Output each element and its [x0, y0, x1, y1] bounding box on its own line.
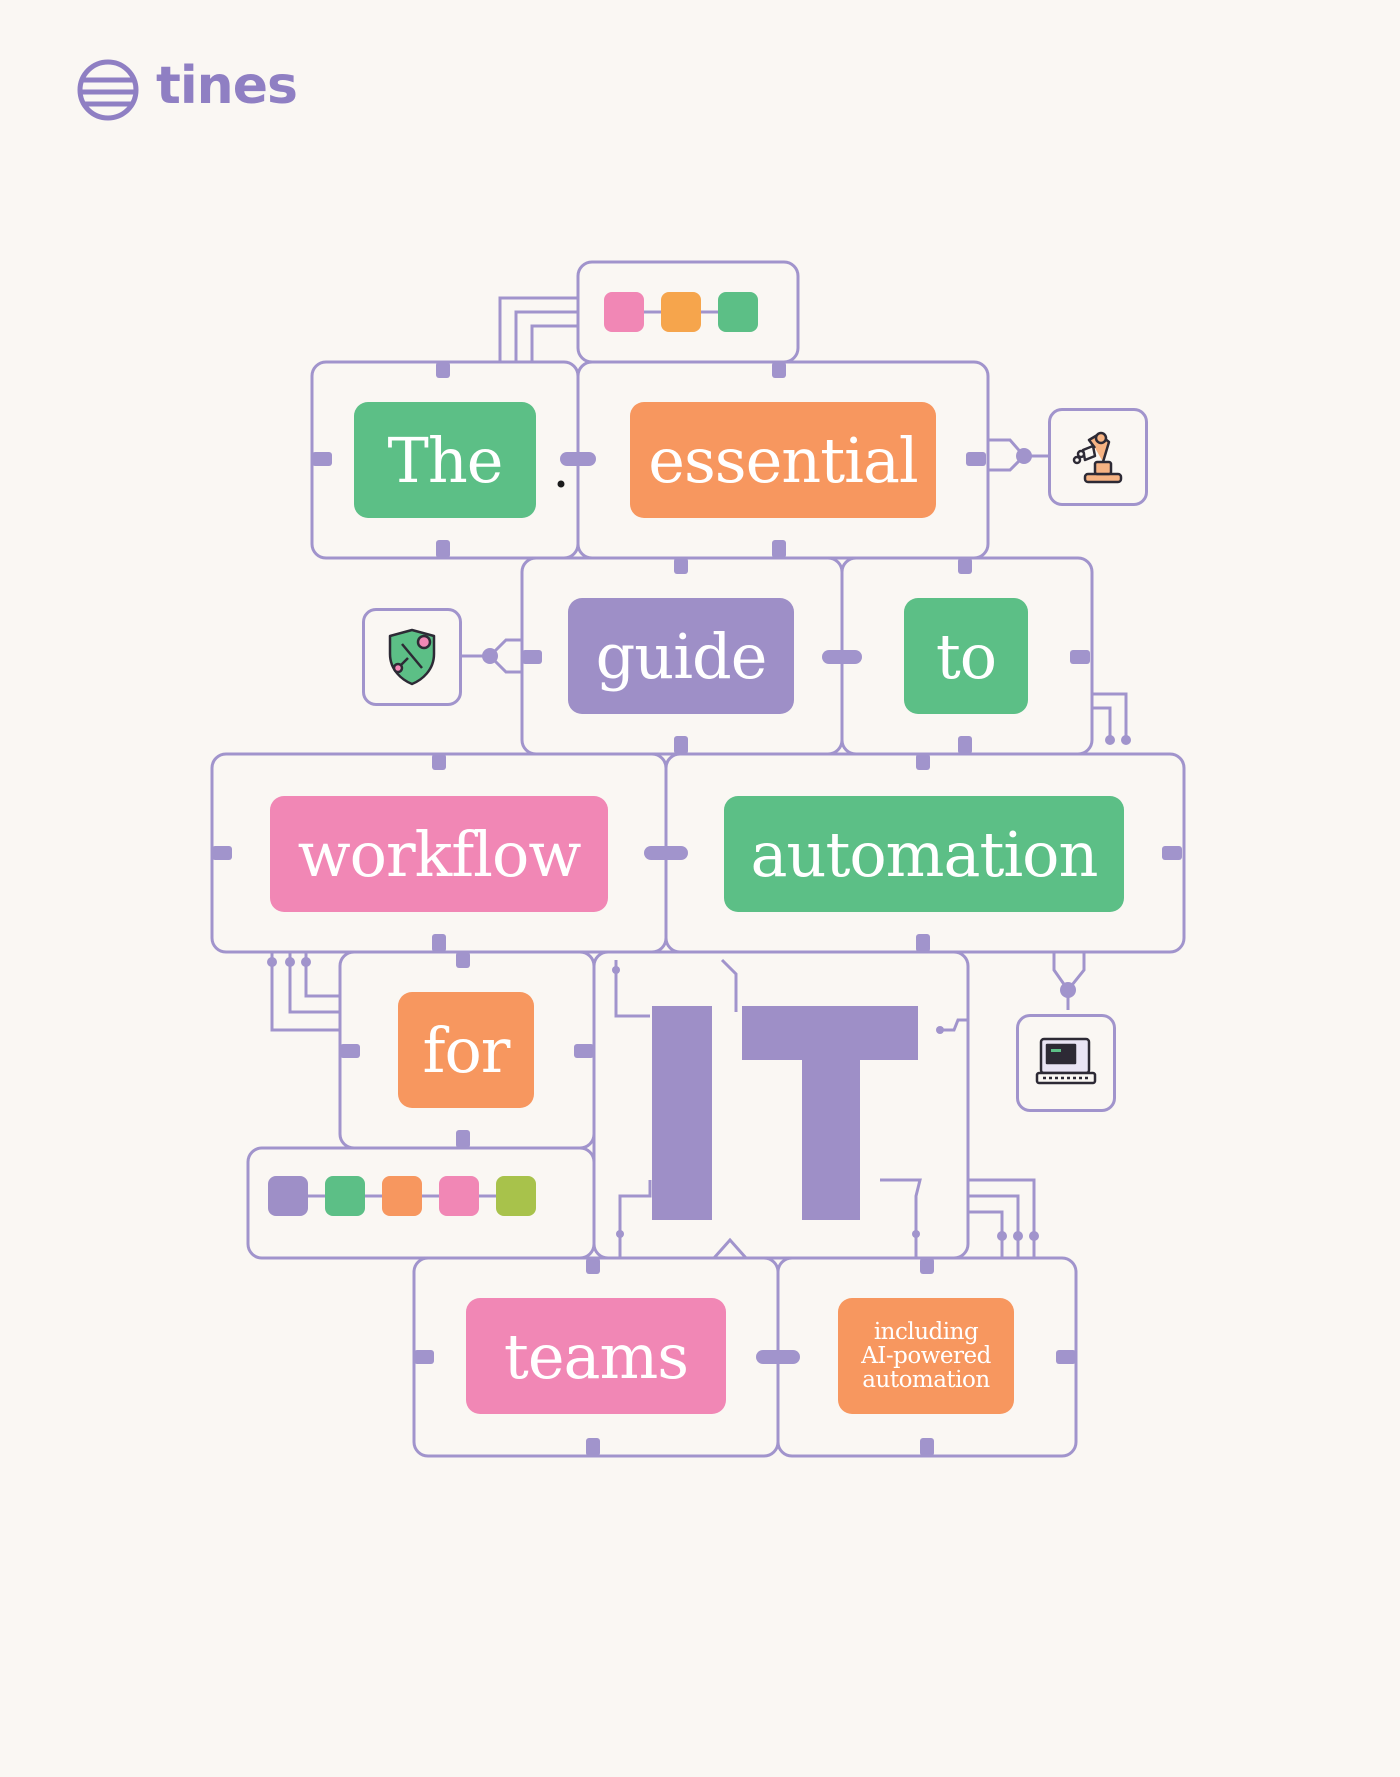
title-word-to: to	[904, 598, 1028, 714]
title-word-for: for	[398, 992, 534, 1108]
tagline-line-1: including	[873, 1319, 979, 1345]
shield-icon	[388, 628, 436, 686]
shield-icon-box	[362, 608, 462, 706]
color-chip	[496, 1176, 536, 1216]
color-chip	[604, 292, 644, 332]
computer-icon-box	[1016, 1014, 1116, 1112]
color-chip	[382, 1176, 422, 1216]
tagline-line-3: automation	[862, 1367, 990, 1393]
computer-icon	[1035, 1037, 1097, 1085]
top-chips	[604, 292, 758, 332]
tagline: including AI-powered automation	[838, 1298, 1014, 1414]
bottom-chip-panel	[246, 1146, 596, 1260]
color-chip	[325, 1176, 365, 1216]
color-chip	[718, 292, 758, 332]
title-word-guide: guide	[568, 598, 794, 714]
color-chip	[439, 1176, 479, 1216]
color-chip	[268, 1176, 308, 1216]
bottom-chips	[268, 1176, 536, 1216]
color-chip	[661, 292, 701, 332]
robot-arm-icon	[1072, 431, 1123, 484]
title-word-automation: automation	[724, 796, 1124, 912]
title-word-workflow: workflow	[270, 796, 608, 912]
robot-arm-icon-box	[1048, 408, 1148, 506]
title-word-essential: essential	[630, 402, 936, 518]
title-word-it: IT	[652, 1006, 918, 1220]
title-word-the: The	[354, 402, 536, 518]
panel-it	[592, 950, 970, 1260]
title-word-teams: teams	[466, 1298, 726, 1414]
brand-name: tines	[156, 56, 298, 116]
tines-logo-icon	[77, 59, 139, 121]
tagline-line-2: AI-powered	[861, 1343, 991, 1369]
